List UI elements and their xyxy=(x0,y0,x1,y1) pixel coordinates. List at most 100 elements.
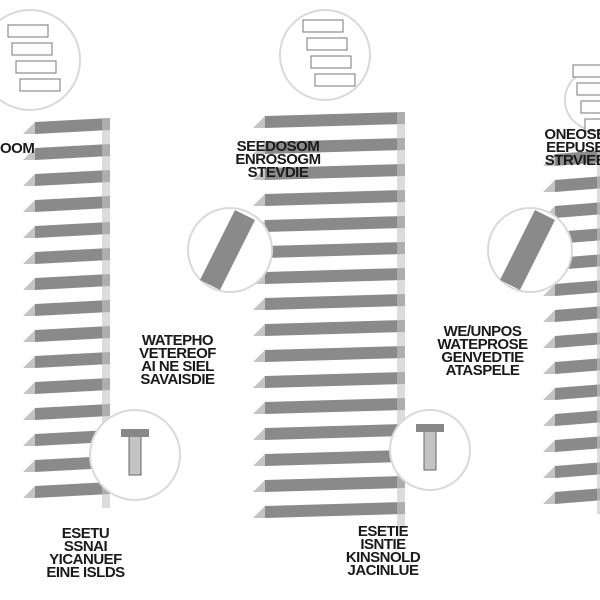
center-ladder-rung xyxy=(265,216,405,232)
center-ladder-rung-edge xyxy=(253,142,265,154)
center-ladder-rung xyxy=(265,112,405,128)
left-ladder-rung-edge xyxy=(23,408,35,420)
left-ladder-rung xyxy=(35,248,110,264)
step-ladder-icon xyxy=(584,118,600,132)
center-ladder-rung-edge xyxy=(253,324,265,336)
label-line: ESETIE xyxy=(357,523,409,540)
step-ladder-icon xyxy=(302,19,344,33)
right-ladder-rung xyxy=(555,384,600,400)
center-ladder-rung-edge xyxy=(253,116,265,128)
right-ladder-rail xyxy=(597,150,600,514)
left-ladder-rung xyxy=(35,352,110,368)
left-ladder-rung-edge xyxy=(23,148,35,160)
center-ladder-rung xyxy=(265,268,405,284)
center-ladder-rung-edge xyxy=(253,168,265,180)
right-ladder-rung-edge xyxy=(543,154,555,166)
center-ladder-rung-edge xyxy=(253,454,265,466)
step-ladder-icon xyxy=(15,60,57,74)
right-ladder-rung-edge xyxy=(543,440,555,452)
right-ladder-rung xyxy=(555,436,600,452)
center-ladder-rail xyxy=(397,112,405,528)
label-top-right: ONEOSE EEPUSE STRVIEE xyxy=(540,127,600,169)
label-line: SEEDOSOM xyxy=(236,138,320,155)
left-ladder-rung xyxy=(35,222,110,238)
center-ladder-rung xyxy=(265,398,405,414)
right-ladder-rung xyxy=(555,306,600,322)
label-line: SAVAISDIE xyxy=(140,371,215,388)
center-ladder-rung xyxy=(265,450,405,466)
center-ladder-rung xyxy=(265,138,405,154)
left-ladder-rung-edge xyxy=(23,122,35,134)
right-ladder-rung xyxy=(555,488,600,504)
center-ladder-rung xyxy=(265,476,405,492)
label-top-left: OOM xyxy=(0,140,50,157)
label-line: EEPUSE xyxy=(546,139,600,156)
label-line: VETEREOF xyxy=(139,345,216,362)
label-line: AI NE SIEL xyxy=(141,358,214,375)
step-ladder-icon xyxy=(576,82,600,96)
label-mid-left: WATEPHO VETEREOF AI NE SIEL SAVAISDIE xyxy=(125,332,230,388)
right-ladder-rung xyxy=(555,202,600,218)
right-ladder-rung xyxy=(555,462,600,478)
left-ladder-rung xyxy=(35,300,110,316)
left-ladder-rung-edge xyxy=(23,486,35,498)
center-ladder-rung-edge xyxy=(253,428,265,440)
waterproof-foot-icon xyxy=(500,210,555,290)
step-ladder-icon xyxy=(314,73,356,87)
step-ladder-icon xyxy=(19,78,61,92)
center-ladder-rung xyxy=(265,164,405,180)
right-ladder-rung-edge xyxy=(543,414,555,426)
label-line: ATASPELE xyxy=(445,362,520,379)
label-line: YICANUEF xyxy=(49,551,122,568)
left-ladder-rung xyxy=(35,404,110,420)
right-ladder-rung-edge xyxy=(543,180,555,192)
left-ladder-rung xyxy=(35,170,110,186)
center-ladder-rung xyxy=(265,372,405,388)
step-ladder-icon xyxy=(7,24,49,38)
left-ladder-rung-edge xyxy=(23,278,35,290)
screw-hardware-icon xyxy=(423,429,437,471)
label-line: WATEPROSE xyxy=(437,336,528,353)
screw-hardware-icon xyxy=(128,434,142,476)
label-line: KINSNOLD xyxy=(345,549,421,566)
label-line: EINE ISLDS xyxy=(46,564,125,581)
label-top-center: SEEDOSOM ENROSOGM STEVDIE xyxy=(228,138,328,180)
left-ladder-rung xyxy=(35,274,110,290)
label-line: GENVEDTIE xyxy=(441,349,524,366)
center-ladder-rung xyxy=(265,424,405,440)
label-mid-right: WE/UNPOS WATEPROSE GENVEDTIE ATASPELE xyxy=(430,323,535,379)
left-ladder-rung xyxy=(35,144,110,160)
left-ladder-rung xyxy=(35,482,110,498)
label-line: OOM xyxy=(0,140,35,157)
right-ladder-rung-edge xyxy=(543,466,555,478)
center-ladder-rung xyxy=(265,294,405,310)
label-line: WATEPHO xyxy=(141,332,214,349)
label-bottom-center: ESETIE ISNTIE KINSNOLD JACINLUE xyxy=(333,523,433,579)
right-ladder-rung xyxy=(555,280,600,296)
screw-hardware-icon xyxy=(121,429,149,437)
step-ladder-icon xyxy=(580,100,600,114)
left-ladder-rung xyxy=(35,196,110,212)
right-ladder-rung-edge xyxy=(543,310,555,322)
left-ladder-rung-edge xyxy=(23,304,35,316)
right-ladder-rung xyxy=(555,410,600,426)
label-line: JACINLUE xyxy=(347,562,419,579)
left-ladder-rung-edge xyxy=(23,330,35,342)
left-ladder-rung-edge xyxy=(23,226,35,238)
left-ladder-rung-edge xyxy=(23,460,35,472)
right-ladder-rung xyxy=(555,332,600,348)
center-ladder-rung xyxy=(265,190,405,206)
label-line: WE/UNPOS xyxy=(443,323,522,340)
center-ladder-rung-edge xyxy=(253,350,265,362)
right-ladder-rung xyxy=(555,358,600,374)
label-line: ENROSOGM xyxy=(235,151,321,168)
center-ladder-rung-edge xyxy=(253,480,265,492)
label-line: STRVIEE xyxy=(544,152,600,169)
center-ladder-rung xyxy=(265,242,405,258)
left-ladder-rung-edge xyxy=(23,434,35,446)
center-ladder-rung xyxy=(265,346,405,362)
label-line: ISNTIE xyxy=(360,536,406,553)
center-ladder-rung-edge xyxy=(253,298,265,310)
center-ladder-rung-edge xyxy=(253,402,265,414)
